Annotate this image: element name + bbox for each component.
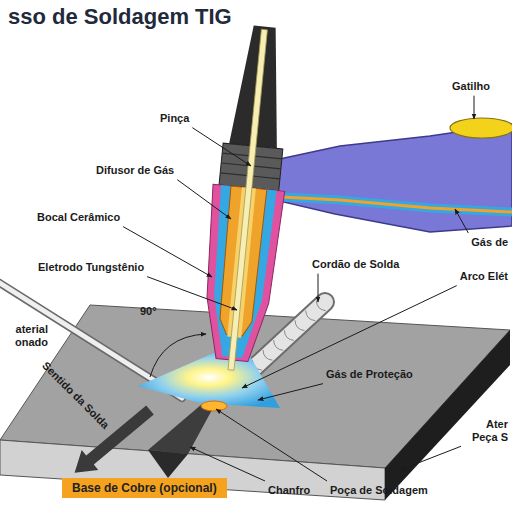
power-cable: [262, 196, 512, 212]
part-label: Bocal Cerâmico: [37, 211, 120, 224]
part-label: Gatilho: [452, 80, 490, 93]
node-text: Base de Cobre (opcional): [72, 481, 217, 495]
part-label: Eletrodo Tungstênio: [38, 261, 144, 274]
torch: [195, 23, 300, 373]
leader-line: [242, 286, 457, 388]
bead-ripple: [306, 310, 316, 320]
gas-hose: [262, 196, 512, 212]
groove-front: [148, 450, 188, 478]
part-label: Cordão de Solda: [312, 258, 399, 271]
part-label: Arco Elét: [460, 270, 508, 283]
bead-ripple: [284, 330, 294, 340]
leader-line: [400, 446, 461, 470]
part-label: Chanfro: [268, 484, 310, 497]
leader-line: [258, 384, 323, 400]
leader-line: [190, 447, 265, 481]
bead-ripple: [274, 340, 284, 350]
part-label: 90°: [140, 305, 157, 318]
weld-pool: [201, 401, 227, 411]
part-label: Gás de Proteção: [326, 368, 413, 381]
title: sso de Soldagem TIG: [8, 4, 232, 30]
bead-ripple: [316, 300, 326, 310]
part-label: Pinça: [160, 112, 189, 125]
leader-line: [455, 209, 468, 233]
part-label: Difusor de Gás: [96, 164, 174, 177]
part-label: Poça de Soldagem: [330, 484, 428, 497]
leader-line: [147, 277, 237, 310]
leader-line: [216, 409, 327, 481]
label-box: Base de Cobre (opcional): [62, 478, 227, 498]
plate-side: [385, 330, 510, 500]
leader-line: [318, 274, 319, 302]
bead-ripple: [263, 350, 273, 360]
trigger: [450, 118, 512, 138]
part-label: Gás de: [471, 236, 508, 249]
part-label: aterial onado: [2, 323, 48, 348]
plate-front: [0, 440, 385, 500]
angle-arc: [150, 334, 206, 377]
bead-ripple: [295, 320, 305, 330]
torch-handle: [275, 124, 512, 232]
leader-lines: [123, 96, 474, 481]
groove: [148, 404, 213, 454]
leader-line: [192, 128, 251, 166]
part-label: Ater Peça S: [464, 418, 508, 443]
leader-line: [177, 180, 231, 219]
leader-line: [474, 96, 475, 119]
